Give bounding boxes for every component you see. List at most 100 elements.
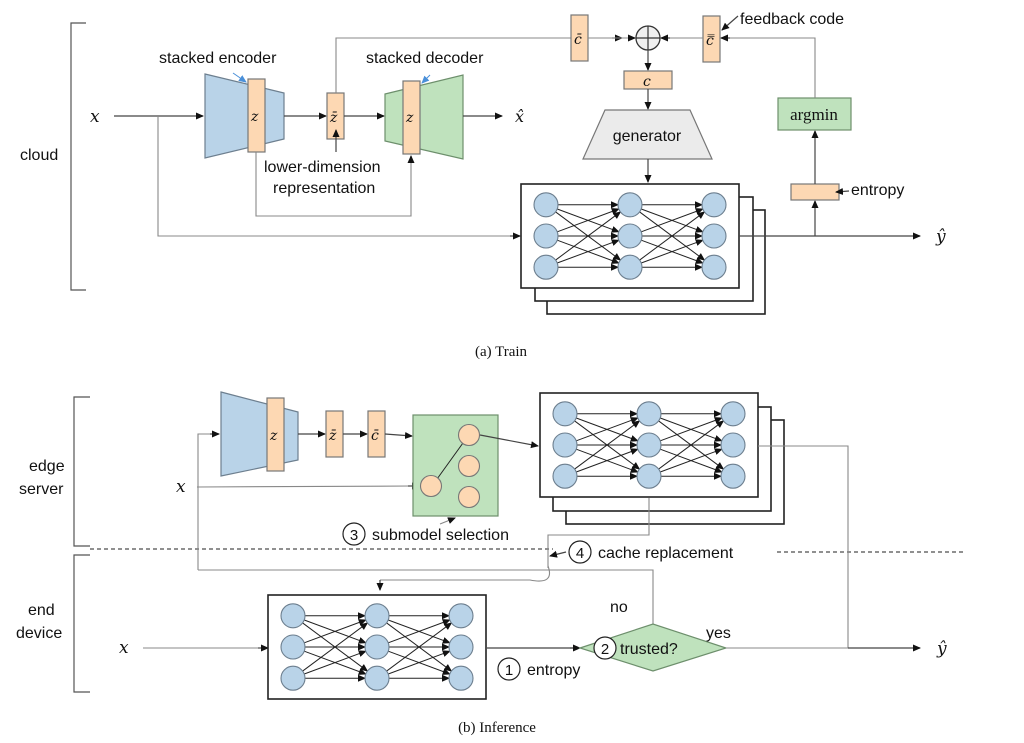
feedback-code-label: feedback code [740,11,844,28]
train-net-neuron-l1-3 [533,254,559,280]
end-label-line1: end [28,602,55,619]
encoder-label: stacked encoder [159,50,277,67]
train-net-neuron-l3-3 [701,254,727,280]
train-net-neuron-l2-3 [617,254,643,280]
cache-curve [380,565,551,582]
train-net-connection [555,211,622,261]
caption-train: (a) Train [475,344,528,360]
edge-net-neuron-l2-1 [636,401,662,427]
train-net-connection [641,208,704,233]
task-network-train [520,183,740,289]
edge-input-x-label: x [176,477,186,497]
end-device-network [267,594,487,700]
step-2-label: trusted? [620,641,678,658]
step-3-label: submodel selection [372,527,509,544]
edge-net-connection [576,417,639,442]
train-net-connection [557,208,620,233]
encoder-shape [204,73,285,159]
generator-shape [582,109,713,160]
step-4-label: cache replacement [598,545,734,562]
feedback-code-pointer [721,15,739,31]
end-device-bracket [73,554,90,693]
input-x-label: x [90,107,100,127]
train-net-neuron-l1-1 [533,192,559,218]
no-branch-line [198,569,654,624]
edge-net-neuron-l3-1 [720,401,746,427]
edge-net-neuron-l1-3 [552,463,578,489]
end-input-x-label: x [119,638,129,658]
edge-cbar-label: c̄ [371,428,379,444]
edge-net-neuron-l2-2 [636,432,662,458]
entropy-pointer [835,187,850,195]
edge-server-bracket [73,396,90,547]
cloud-label: cloud [20,147,58,164]
panel-inference: edge server end device x z z̄ c̄ [16,391,966,736]
device-net-connection [388,619,451,644]
edge-net-neuron-l1-2 [552,432,578,458]
step-3-badge [342,522,366,546]
train-net-connection [557,239,620,264]
output-y-label: ŷ [935,227,946,247]
edge-label-line1: edge [29,458,65,475]
edge-network [539,392,759,498]
decoder-label: stacked decoder [366,50,484,67]
step3-pointer [439,517,456,525]
c-label: c [643,74,651,90]
device-net-neuron-l1-2 [280,634,306,660]
device-net-neuron-l2-1 [364,603,390,629]
encoder-pointer-arrow [232,72,247,83]
argmin-label: argmin [790,105,838,124]
edge-net-connection [660,417,723,442]
step-4-number: 4 [576,545,584,562]
no-label: no [610,599,628,616]
device-net-neuron-l2-2 [364,634,390,660]
yes-label: yes [706,625,731,642]
step-2-badge [593,636,617,660]
device-net-connection [386,622,453,672]
edge-z-bar [266,397,285,472]
train-net-connection [641,239,704,264]
device-net-connection [388,650,451,675]
submodel-selector-box [412,414,499,517]
reconstruction-label: x̂ [515,107,524,126]
edge-net-connection [574,420,641,470]
step-1-label: entropy [527,662,580,679]
edge-net-neuron-l3-3 [720,463,746,489]
reduced-note-line2: representation [273,180,375,197]
selector-submodel-node-3 [457,485,481,509]
cloud-bracket [70,22,86,291]
train-net-neuron-l3-2 [701,223,727,249]
train-net-neuron-l3-1 [701,192,727,218]
cbar-label: c̄ [574,32,582,48]
cache-replacement-line [547,498,650,568]
zbar-label: z̄ [329,110,338,126]
edge-cbar-to-selector-arrow [384,431,413,439]
edge-input-to-selector-line [196,485,413,488]
device-net-connection [304,650,367,675]
argmin-feedback-line [730,37,816,98]
edge-encoder-shape [220,391,299,477]
generator-label: generator [613,128,682,145]
edge-net-connection [658,420,725,470]
input-skip-line [157,116,517,237]
end-label-line2: device [16,625,62,642]
decoder-shape [384,74,464,160]
edge-net-neuron-l1-1 [552,401,578,427]
decoder-pointer-arrow [421,74,431,84]
edge-net-neuron-l2-3 [636,463,662,489]
device-net-neuron-l1-3 [280,665,306,691]
selector-submodel-node-1 [457,423,481,447]
step-3-number: 3 [350,527,358,544]
edge-net-neuron-l3-2 [720,432,746,458]
selector-submodel-node-2 [457,454,481,478]
entropy-label: entropy [851,182,904,199]
edge-zbar-label: z̄ [328,428,337,444]
device-net-neuron-l2-3 [364,665,390,691]
zbar-to-code-line [335,37,620,93]
feedback-code-symbol: c̿ [706,33,714,49]
device-net-neuron-l1-1 [280,603,306,629]
train-net-neuron-l1-2 [533,223,559,249]
device-net-connection [302,622,369,672]
device-net-neuron-l3-3 [448,665,474,691]
